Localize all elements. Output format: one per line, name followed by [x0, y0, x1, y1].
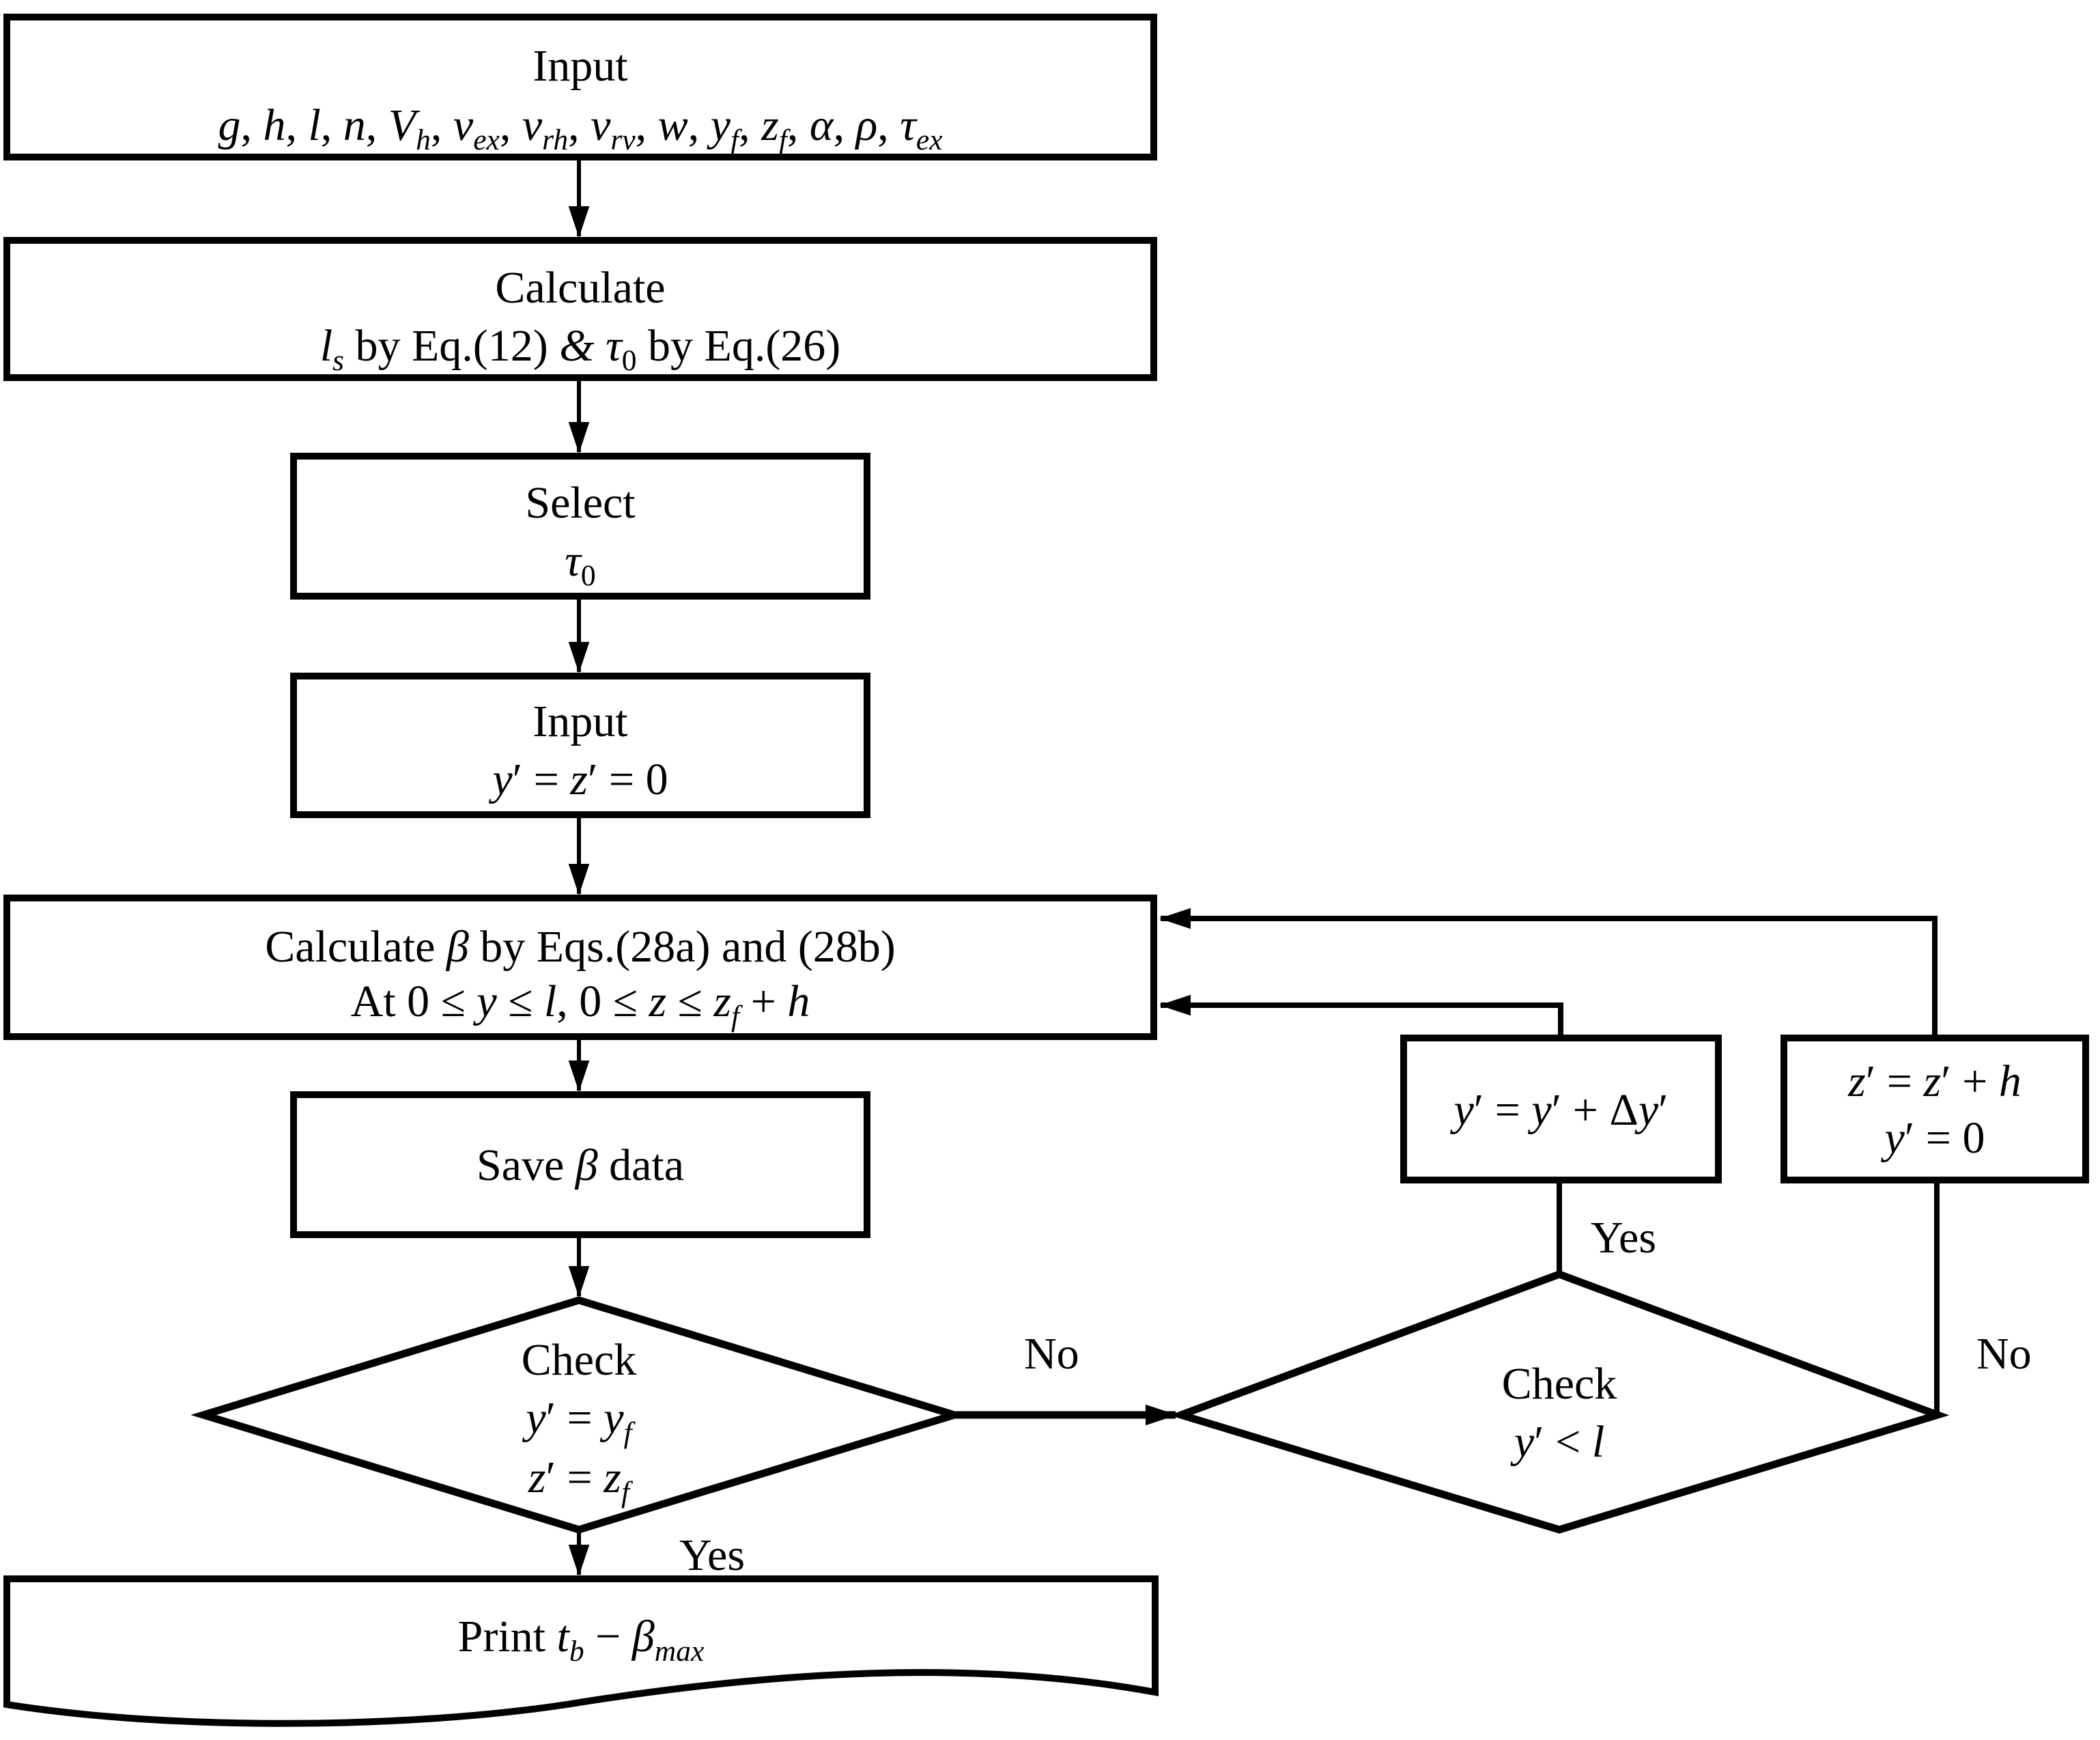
node-increment-z: [1780, 1035, 2089, 1183]
select-tau0-math: τ0: [565, 536, 596, 593]
node-input-parameters: [3, 14, 1157, 160]
node-increment-y: [1400, 1035, 1722, 1183]
label-no-check1: No: [1024, 1329, 1079, 1379]
decision-check-yf-zf: [190, 1296, 967, 1534]
node-save-beta-data: [290, 1091, 870, 1238]
flow-edges: [568, 158, 1940, 1576]
increment-y-math: y′ = y′ + Δy′: [1453, 1085, 1669, 1135]
flow-nodes: [3, 14, 2089, 1727]
label-yes-check1: Yes: [679, 1530, 746, 1580]
arrow-incz-to-calcbeta: [1159, 908, 1938, 1037]
calculate-ls-tau0-title: Calculate: [495, 263, 666, 313]
node-select-tau0: [290, 453, 870, 600]
calculate-beta-line2: At 0 ≤ y ≤ l, 0 ≤ z ≤ zf + h: [350, 977, 810, 1033]
decision-check-y-less-l: [1169, 1270, 1950, 1534]
check-y-less-l-cond: y′ < l: [1514, 1417, 1605, 1467]
select-tau0-title: Select: [525, 478, 636, 528]
check-yf-zf-line1: y′ = yf: [526, 1393, 632, 1450]
calculate-beta-line1: Calculate β by Eqs.(28a) and (28b): [265, 922, 896, 972]
input-parameters-math: g, h, l, n, Vh, vex, vrh, vrv, w, yf, zf…: [218, 100, 943, 157]
check-yf-zf-line2: z′ = zf: [528, 1453, 630, 1509]
node-input-y-z-zero: [290, 673, 870, 818]
calculate-ls-tau0-math: ls by Eq.(12) & τ0 by Eq.(26): [320, 321, 841, 378]
input-y-z-zero-title: Input: [533, 697, 628, 746]
arrow-incy-to-calcbeta: [1159, 994, 1563, 1037]
save-beta-data-label: Save β data: [476, 1140, 685, 1190]
print-output-math: Print tb − βmax: [457, 1612, 705, 1668]
check-y-less-l-title: Check: [1501, 1359, 1617, 1409]
increment-z-line1: z′ = z′ + h: [1848, 1056, 2021, 1106]
label-yes-check2: Yes: [1591, 1213, 1657, 1263]
node-calculate-beta: [3, 895, 1157, 1040]
node-print-output-document: [3, 1575, 1159, 1727]
input-y-z-zero-math: y′ = z′ = 0: [492, 755, 668, 804]
input-parameters-title: Input: [533, 41, 628, 91]
check-yf-zf-title: Check: [521, 1335, 637, 1385]
node-calculate-ls-tau0: [3, 237, 1157, 381]
increment-z-line2: y′ = 0: [1884, 1113, 1985, 1163]
label-no-check2: No: [1976, 1329, 2032, 1379]
